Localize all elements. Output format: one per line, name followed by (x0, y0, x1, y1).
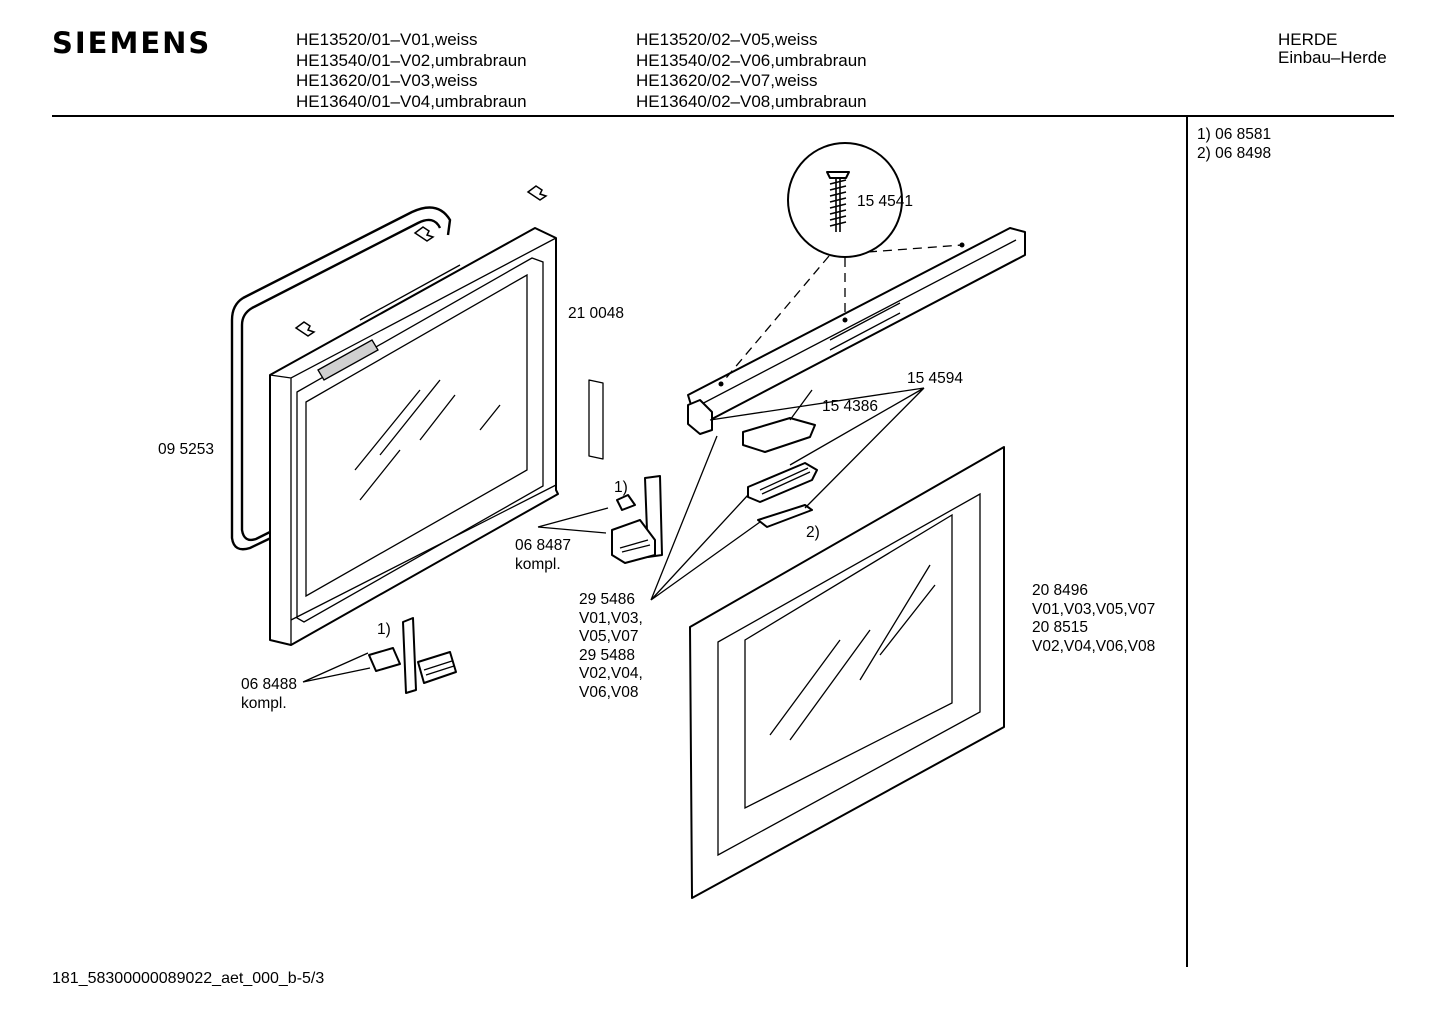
label-seal: 09 5253 (158, 441, 215, 458)
label-handle: 29 5486 V01,V03, V05,V07 29 5488 V02,V04… (579, 591, 643, 702)
label-line: V05,V07 (579, 628, 639, 645)
label-line: 29 5486 (579, 591, 636, 608)
label-line: V01,V03, (579, 609, 643, 627)
label-line: 06 8487 (515, 537, 572, 554)
hinge-note-upper: 1) (614, 479, 628, 496)
note-item: 1) 06 8581 (1197, 126, 1272, 143)
label-lever: 15 4594 (907, 370, 964, 387)
label-line: V06,V08 (579, 683, 639, 701)
label-hinge-lower: 06 8488 kompl. (241, 676, 297, 713)
model-line: HE13640/02–V08,umbrabraun (636, 91, 867, 111)
lever-part (747, 462, 818, 503)
handle-rail (687, 227, 1026, 435)
model-line: HE13620/02–V07,weiss (636, 71, 818, 90)
subcategory: Einbau–Herde (1278, 48, 1387, 67)
label-line: V02,V04,V06,V08 (1032, 637, 1156, 655)
label-line: 20 8496 (1032, 582, 1089, 599)
model-list-left: HE13520/01–V01,weiss HE13540/01–V02,umbr… (296, 30, 527, 112)
category-label: HERDE Einbau–Herde (1278, 31, 1387, 67)
clip-part (757, 504, 813, 528)
cover-part (742, 417, 816, 453)
label-door-glass: 20 8496 V01,V03,V05,V07 20 8515 V02,V04,… (1032, 582, 1155, 656)
note-item: 2) 06 8498 (1197, 144, 1272, 162)
outer-door-glass (689, 446, 1005, 899)
label-line: V01,V03,V05,V07 (1032, 600, 1156, 618)
label-line: V02,V04, (579, 665, 643, 682)
label-line: 06 8488 (241, 676, 298, 693)
label-gasket: 21 0048 (568, 305, 625, 322)
label-line: 29 5488 (579, 646, 636, 664)
header-rule (52, 115, 1394, 117)
hinge-lower (368, 617, 457, 694)
model-line: HE13620/01–V03,weiss (296, 71, 478, 90)
label-line: kompl. (515, 555, 561, 573)
hinge-upper (611, 475, 663, 564)
seal-clips (294, 185, 548, 337)
hinge-note-lower: 1) (377, 621, 391, 638)
model-list-right: HE13520/02–V05,weiss HE13540/02–V06,umbr… (636, 30, 867, 112)
model-line: HE13540/02–V06,umbrabraun (636, 50, 867, 70)
label-hinge-upper: 06 8487 kompl. (515, 537, 571, 574)
notes-list: 1) 06 8581 2) 06 8498 (1197, 126, 1271, 163)
model-line: HE13640/01–V04,umbrabraun (296, 91, 527, 111)
model-line: HE13520/02–V05,weiss (636, 30, 818, 49)
label-cover: 15 4386 (822, 398, 879, 415)
door-seal (230, 206, 452, 551)
brand-logo: SIEMENS (52, 26, 212, 60)
inner-door-frame (269, 227, 559, 646)
label-line: 20 8515 (1032, 619, 1089, 636)
model-line: HE13540/01–V02,umbrabraun (296, 50, 527, 70)
leader-lines (302, 387, 925, 683)
category: HERDE (1278, 30, 1338, 49)
screw-detail (720, 142, 963, 385)
notes-divider (1186, 116, 1188, 967)
insulation-strip (588, 379, 604, 460)
model-line: HE13520/01–V01,weiss (296, 30, 478, 49)
document-code: 181_58300000089022_aet_000_b-5/3 (52, 970, 325, 987)
label-screw: 15 4541 (857, 193, 914, 210)
label-line: kompl. (241, 694, 287, 712)
clip-note: 2) (806, 524, 820, 541)
